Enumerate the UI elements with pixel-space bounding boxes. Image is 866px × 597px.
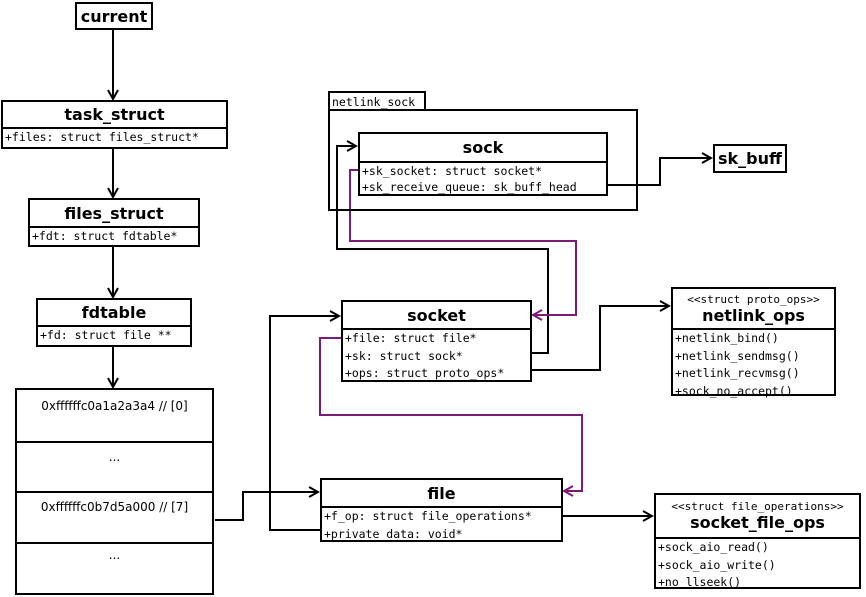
socket-title: socket — [343, 302, 530, 330]
arrow-socket-file — [319, 337, 583, 491]
fdtable-attr: +fd: struct file ** — [40, 328, 172, 342]
socket-attr: +sk: struct sock* — [345, 348, 463, 363]
arrow-sksocket-socket — [349, 169, 577, 315]
fd-cell-0: 0xffffffc0a1a2a3a4 // [0] — [17, 390, 212, 443]
file-ops-attr: +sock_aio_read() — [658, 540, 769, 554]
socket-box: socket +file: struct file* +sk: struct s… — [341, 300, 532, 382]
proto-ops-attr: +netlink_sendmsg() — [675, 348, 800, 363]
socket-attr: +file: struct file* — [345, 331, 477, 345]
fd-array: 0xffffffc0a1a2a3a4 // [0] ... 0xffffffc0… — [15, 388, 214, 595]
fdtable-title: fdtable — [38, 300, 190, 327]
file-ops-title: socket_file_ops — [690, 513, 825, 532]
arrow-private-data-socket — [269, 316, 339, 531]
sock-box: sock +sk_socket: struct socket* +sk_rece… — [358, 132, 608, 196]
proto-ops-header: <<struct proto_ops>> netlink_ops — [673, 289, 834, 330]
files-struct-box: files_struct +fdt: struct fdtable* — [28, 198, 200, 247]
proto-ops-stereotype: <<struct proto_ops>> — [687, 292, 820, 306]
socket-attr: +ops: struct proto_ops* — [345, 366, 505, 380]
sk-buff-box: sk_buff — [713, 144, 787, 173]
sock-title: sock — [360, 134, 606, 163]
task-struct-box: task_struct +files: struct files_struct* — [1, 100, 228, 149]
netlink-sock-box — [328, 109, 638, 211]
files-struct-title: files_struct — [30, 200, 198, 228]
fd-cell-ellipsis: ... — [17, 441, 212, 493]
socket-file-ops-box: <<struct file_operations>> socket_file_o… — [654, 493, 861, 589]
file-attr: +f_op: struct file_operations* — [324, 509, 532, 523]
file-title: file — [322, 480, 561, 508]
fd-cell-7: 0xffffffc0b7d5a000 // [7] — [17, 491, 212, 544]
current-title: current — [80, 6, 148, 26]
task-struct-attr: +files: struct files_struct* — [5, 130, 199, 144]
proto-ops-attr: +netlink_recvmsg() — [675, 366, 800, 380]
current-box: current — [75, 2, 153, 30]
sock-attr: +sk_receive_queue: sk_buff_head — [362, 179, 577, 194]
proto-ops-attr: +netlink_bind() — [675, 331, 779, 345]
file-ops-header: <<struct file_operations>> socket_file_o… — [656, 495, 859, 539]
file-ops-attr: +no_llseek() — [658, 575, 742, 589]
sock-attr: +sk_socket: struct socket* — [362, 164, 543, 178]
proto-ops-title: netlink_ops — [702, 305, 805, 325]
file-box: file +f_op: struct file_operations* +pri… — [320, 478, 563, 542]
arrow-queue-skbuff — [607, 158, 711, 186]
sk-buff-title: sk_buff — [718, 149, 782, 168]
proto-ops-attr: +sock_no_accept() — [675, 383, 793, 398]
file-ops-stereotype: <<struct file_operations>> — [671, 500, 844, 513]
proto-ops-box: <<struct proto_ops>> netlink_ops +netlin… — [671, 287, 836, 398]
arrow-fd7-file — [215, 492, 318, 521]
file-attr: +private_data: void* — [324, 526, 463, 541]
arrow-sk-sock — [336, 146, 549, 354]
netlink-sock-label: netlink_sock — [328, 91, 426, 111]
fd-cell-ellipsis: ... — [108, 548, 121, 562]
fdtable-box: fdtable +fd: struct file ** — [36, 298, 192, 347]
file-ops-attr: +sock_aio_write() — [658, 557, 776, 572]
task-struct-title: task_struct — [3, 102, 226, 129]
arrow-ops-protoops — [531, 306, 669, 371]
files-struct-attr: +fdt: struct fdtable* — [32, 229, 178, 243]
